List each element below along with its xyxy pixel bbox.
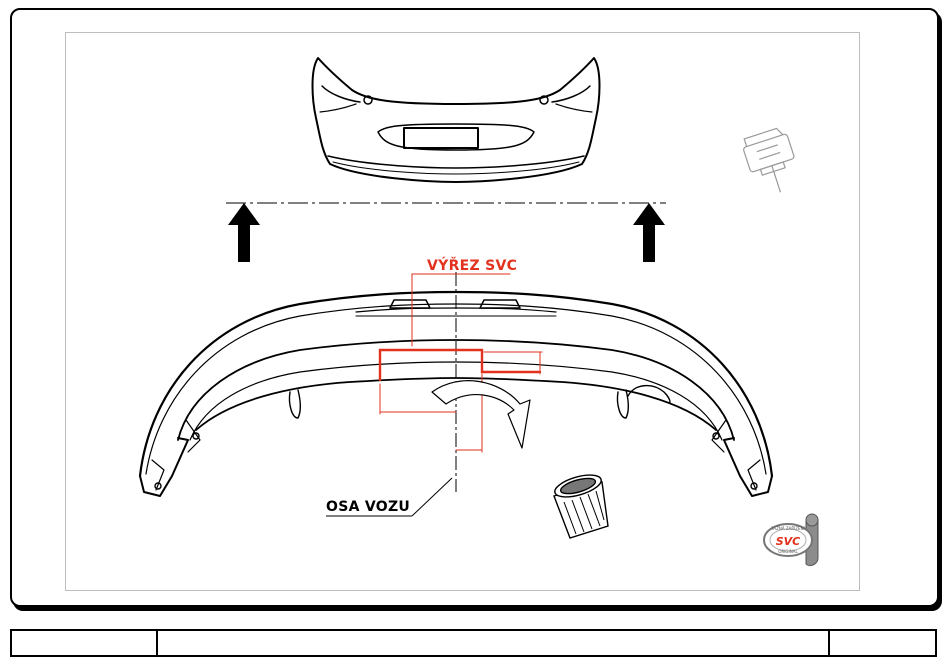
rear-bumper-view bbox=[313, 58, 600, 182]
logo-bottom-text: ORIGINAL bbox=[778, 549, 798, 554]
title-block-middle bbox=[158, 631, 830, 655]
vehicle-axis-label: OSA VOZU bbox=[326, 499, 410, 515]
title-block-left bbox=[12, 631, 158, 655]
right-arrow-icon bbox=[633, 203, 665, 262]
title-block bbox=[10, 629, 937, 657]
logo-brand: SVC bbox=[776, 535, 801, 548]
cutout-label: VÝŘEZ SVC bbox=[427, 258, 517, 274]
logo-top-text: TAŽNÁ ZAŘÍZENÍ bbox=[770, 526, 805, 531]
discard-arrow-icon bbox=[432, 381, 530, 448]
left-arrow-icon bbox=[228, 203, 260, 262]
title-block-right bbox=[830, 631, 935, 655]
svc-logo-icon: SVC TAŽNÁ ZAŘÍZENÍ ORIGINAL bbox=[764, 514, 818, 566]
trash-bin-icon bbox=[552, 471, 608, 538]
jigsaw-icon bbox=[740, 126, 803, 199]
